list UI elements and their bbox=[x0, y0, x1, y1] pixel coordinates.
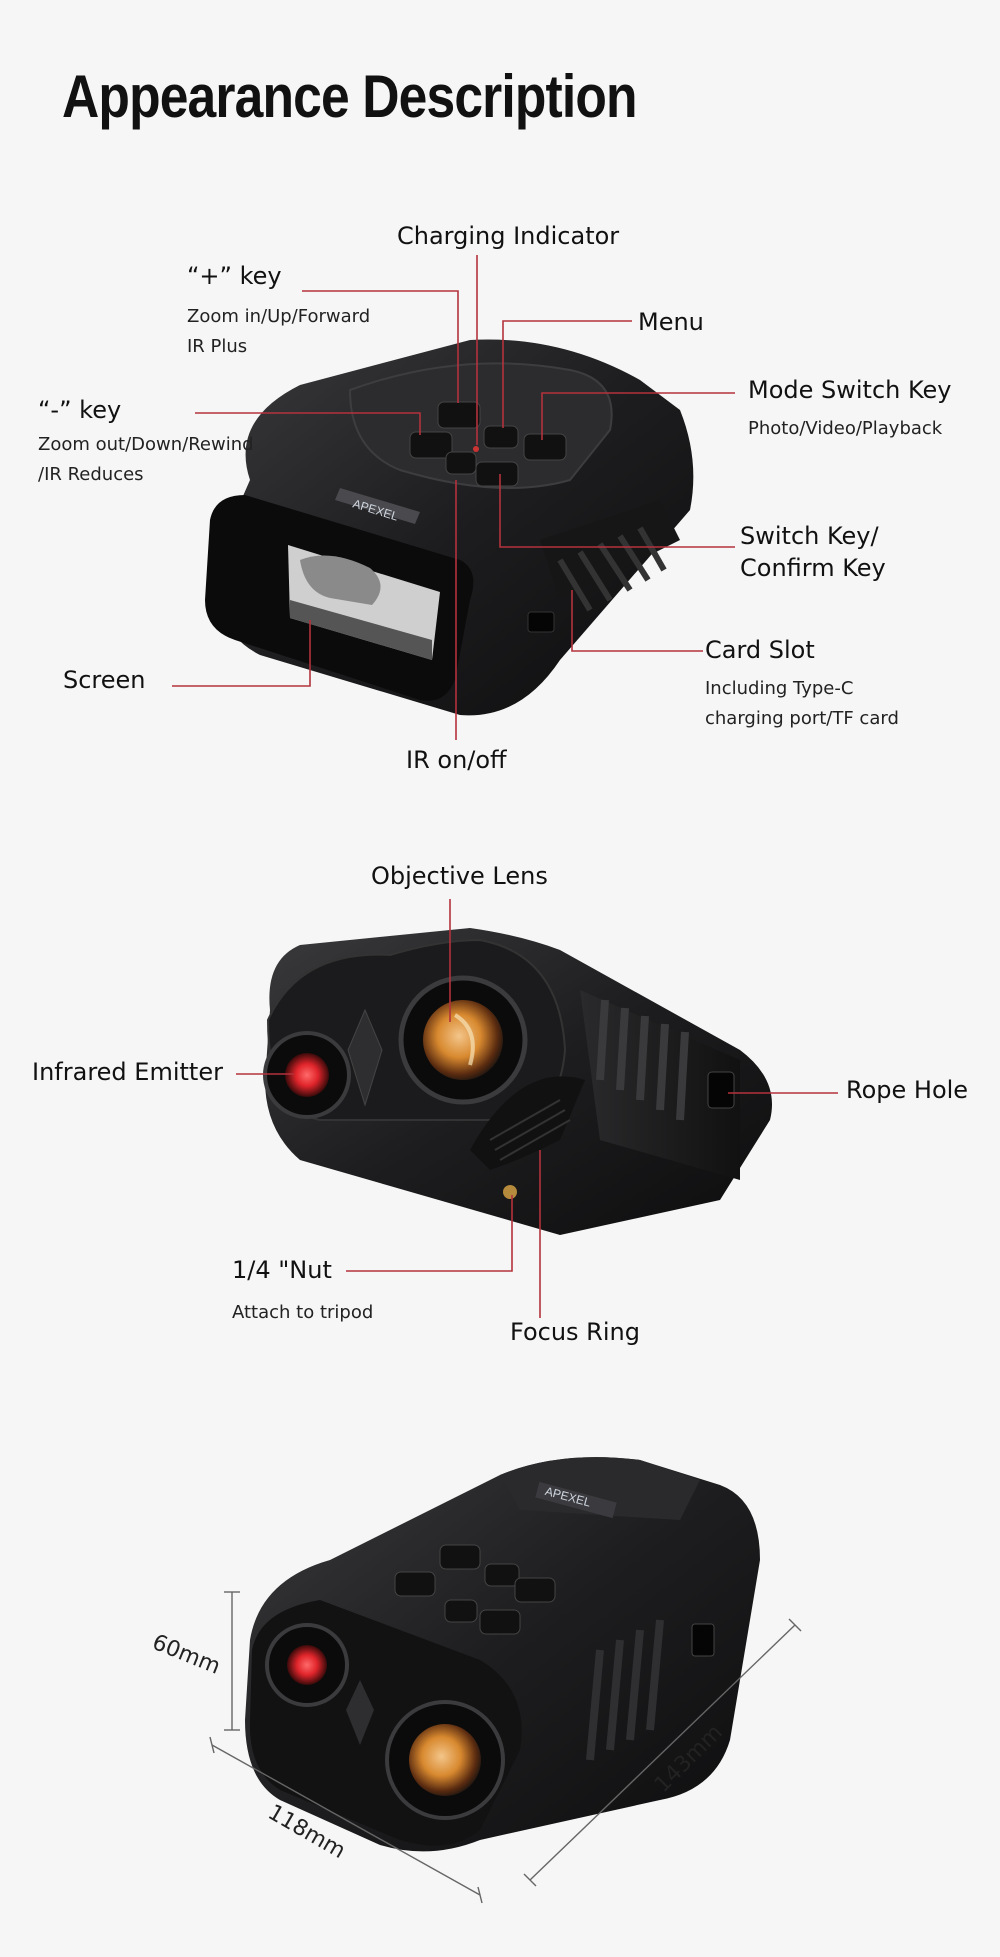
label-minus-key: “-” key bbox=[38, 396, 122, 424]
top-leader-lines bbox=[172, 255, 735, 740]
device-top-view: APEXEL bbox=[205, 339, 694, 716]
front-leader-lines bbox=[236, 899, 838, 1318]
label-rope-hole: Rope Hole bbox=[846, 1076, 969, 1104]
page-title: Appearance Description bbox=[62, 63, 638, 130]
label-objective-lens: Objective Lens bbox=[371, 862, 548, 890]
label-ir-onoff: IR on/off bbox=[406, 746, 507, 774]
mode-switch-desc: Photo/Video/Playback bbox=[748, 418, 943, 439]
label-confirm-key: Confirm Key bbox=[740, 554, 886, 582]
label-plus-key: “+” key bbox=[187, 262, 282, 290]
label-charging-indicator: Charging Indicator bbox=[397, 222, 620, 250]
minus-key-desc-1: Zoom out/Down/Rewind bbox=[38, 434, 254, 455]
plus-key-desc-2: IR Plus bbox=[187, 336, 248, 357]
label-card-slot: Card Slot bbox=[705, 636, 815, 664]
device-dimensions-view: APEXEL bbox=[245, 1457, 760, 1852]
minus-key-desc-2: /IR Reduces bbox=[38, 464, 144, 485]
label-nut: 1/4 "Nut bbox=[232, 1256, 332, 1284]
nut-desc: Attach to tripod bbox=[232, 1302, 374, 1323]
label-focus-ring: Focus Ring bbox=[510, 1318, 640, 1346]
device-front-view bbox=[263, 928, 772, 1235]
label-screen: Screen bbox=[63, 666, 146, 694]
label-switch-key: Switch Key/ bbox=[740, 522, 879, 550]
dimension-lines bbox=[209, 1591, 802, 1904]
plus-key-desc-1: Zoom in/Up/Forward bbox=[187, 306, 371, 327]
label-menu: Menu bbox=[638, 308, 704, 336]
label-mode-switch-key: Mode Switch Key bbox=[748, 376, 952, 404]
card-slot-desc-1: Including Type-C bbox=[705, 678, 854, 699]
card-slot-desc-2: charging port/TF card bbox=[705, 708, 899, 729]
label-infrared-emitter: Infrared Emitter bbox=[32, 1058, 223, 1086]
